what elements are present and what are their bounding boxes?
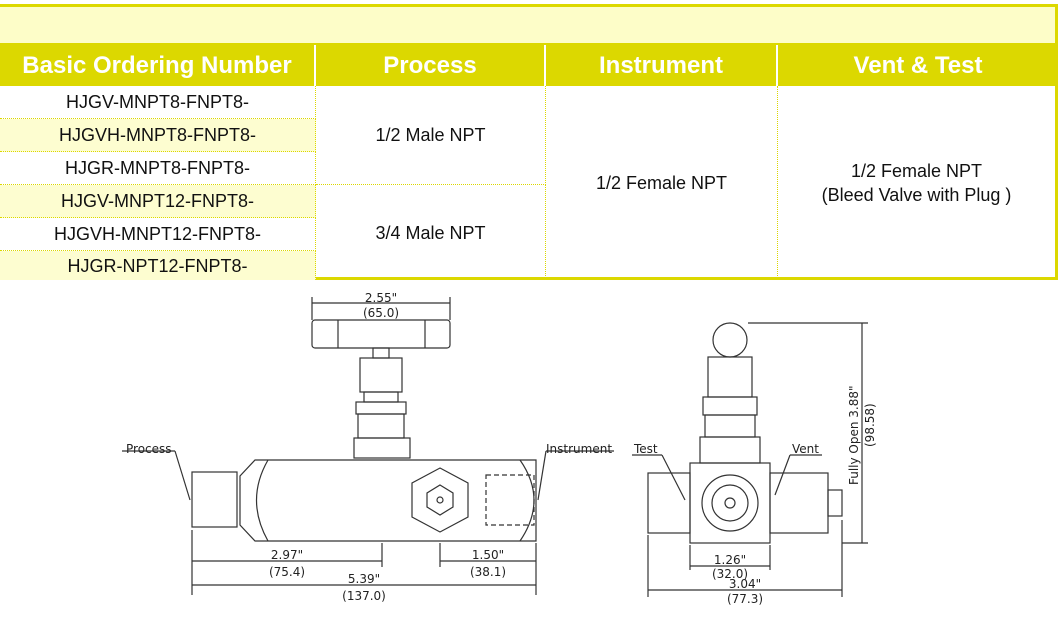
dim-height: Fully Open 3.88" [847,385,861,485]
dim-b-mm: (38.1) [470,565,506,579]
dim-a: 2.97" [271,548,303,562]
dim-total: 5.39" [348,572,380,586]
process-half-inch: 1/2 Male NPT [316,86,546,185]
dim-body: 1.26" [714,553,746,567]
ordering-table: Basic Ordering Number Process Instrument… [0,4,1058,280]
label-instrument: Instrument [546,442,612,456]
ordering-number-row: HJGR-NPT12-FNPT8- [0,251,316,280]
valve-drawings: 2.55" (65.0) Process Instrument 2.97" (7… [122,291,877,606]
dim-handle-mm: (65.0) [363,306,399,320]
ordering-number-row: HJGV-MNPT8-FNPT8- [0,86,316,119]
process-three-quarter-inch: 3/4 Male NPT [316,185,546,280]
dim-b: 1.50" [472,548,504,562]
header-vent-test: Vent & Test [778,45,1058,86]
dim-body-mm: (32.0) [712,567,748,581]
header-process: Process [316,45,546,86]
label-vent: Vent [792,442,819,456]
ordering-number-row: HJGVH-MNPT8-FNPT8- [0,119,316,152]
ordering-number-row: HJGV-MNPT12-FNPT8- [0,185,316,218]
header-basic-ordering-number: Basic Ordering Number [0,45,316,86]
header-instrument: Instrument [546,45,778,86]
dim-height-mm: (98.58) [863,403,877,447]
ordering-number-row: HJGVH-MNPT12-FNPT8- [0,218,316,251]
dim-total-mm: (137.0) [342,589,386,603]
side-view-drawing [632,322,868,597]
label-process: Process [126,442,172,456]
vent-test-line-2: (Bleed Valve with Plug ) [821,185,1012,205]
front-view-drawing [122,297,614,595]
label-test: Test [633,442,658,456]
vent-test-connection: 1/2 Female NPT (Bleed Valve with Plug ) [778,86,1055,280]
dim-width: 3.04" [729,577,761,591]
dim-a-mm: (75.4) [269,565,305,579]
vent-test-line-1: 1/2 Female NPT [850,161,983,181]
instrument-connection: 1/2 Female NPT [546,86,778,280]
dim-width-mm: (77.3) [727,592,763,606]
dim-handle: 2.55" [365,291,397,305]
table-title-bar [0,7,1055,45]
ordering-number-row: HJGR-MNPT8-FNPT8- [0,152,316,185]
